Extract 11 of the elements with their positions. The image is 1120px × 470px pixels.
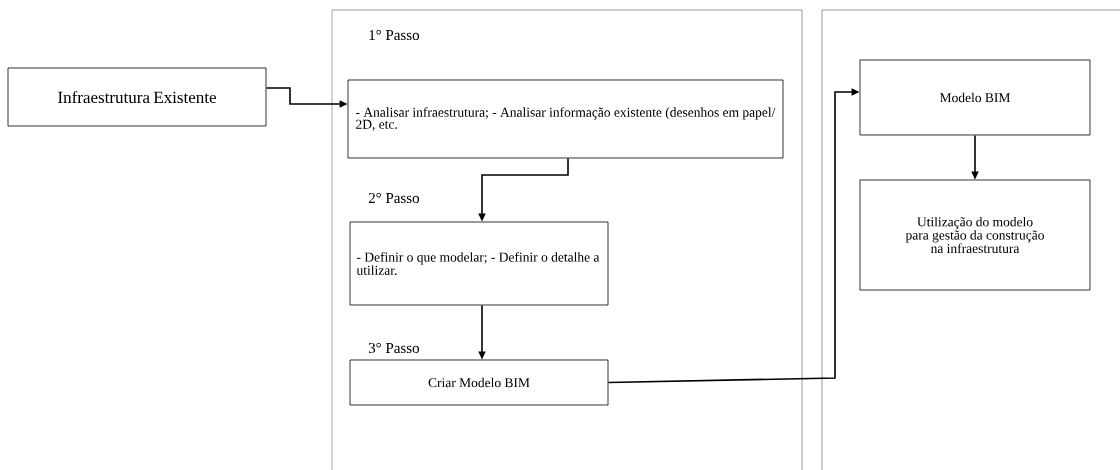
process-box: Modelo BIM	[859, 59, 1091, 136]
process-box: - Analisar infraestrutura; - Analisar informação existente (desenhos em papel/ 2D, etc.	[347, 79, 784, 159]
process-box: Criar Modelo BIM	[349, 359, 609, 406]
step-heading: 1° Passo	[369, 29, 420, 41]
process-box: Infraestrutura Existente	[7, 67, 267, 127]
panel-frame	[331, 9, 803, 470]
step-heading: 2° Passo	[368, 192, 420, 204]
process-box: Utilização do modelo para gestão da construção na infraestrutura	[859, 179, 1091, 291]
process-box: - Definir o que modelar; - Definir o detalhe a utilizar.	[349, 221, 609, 306]
step-heading: 3° Passo	[368, 342, 420, 354]
panel-frame	[821, 9, 1120, 470]
